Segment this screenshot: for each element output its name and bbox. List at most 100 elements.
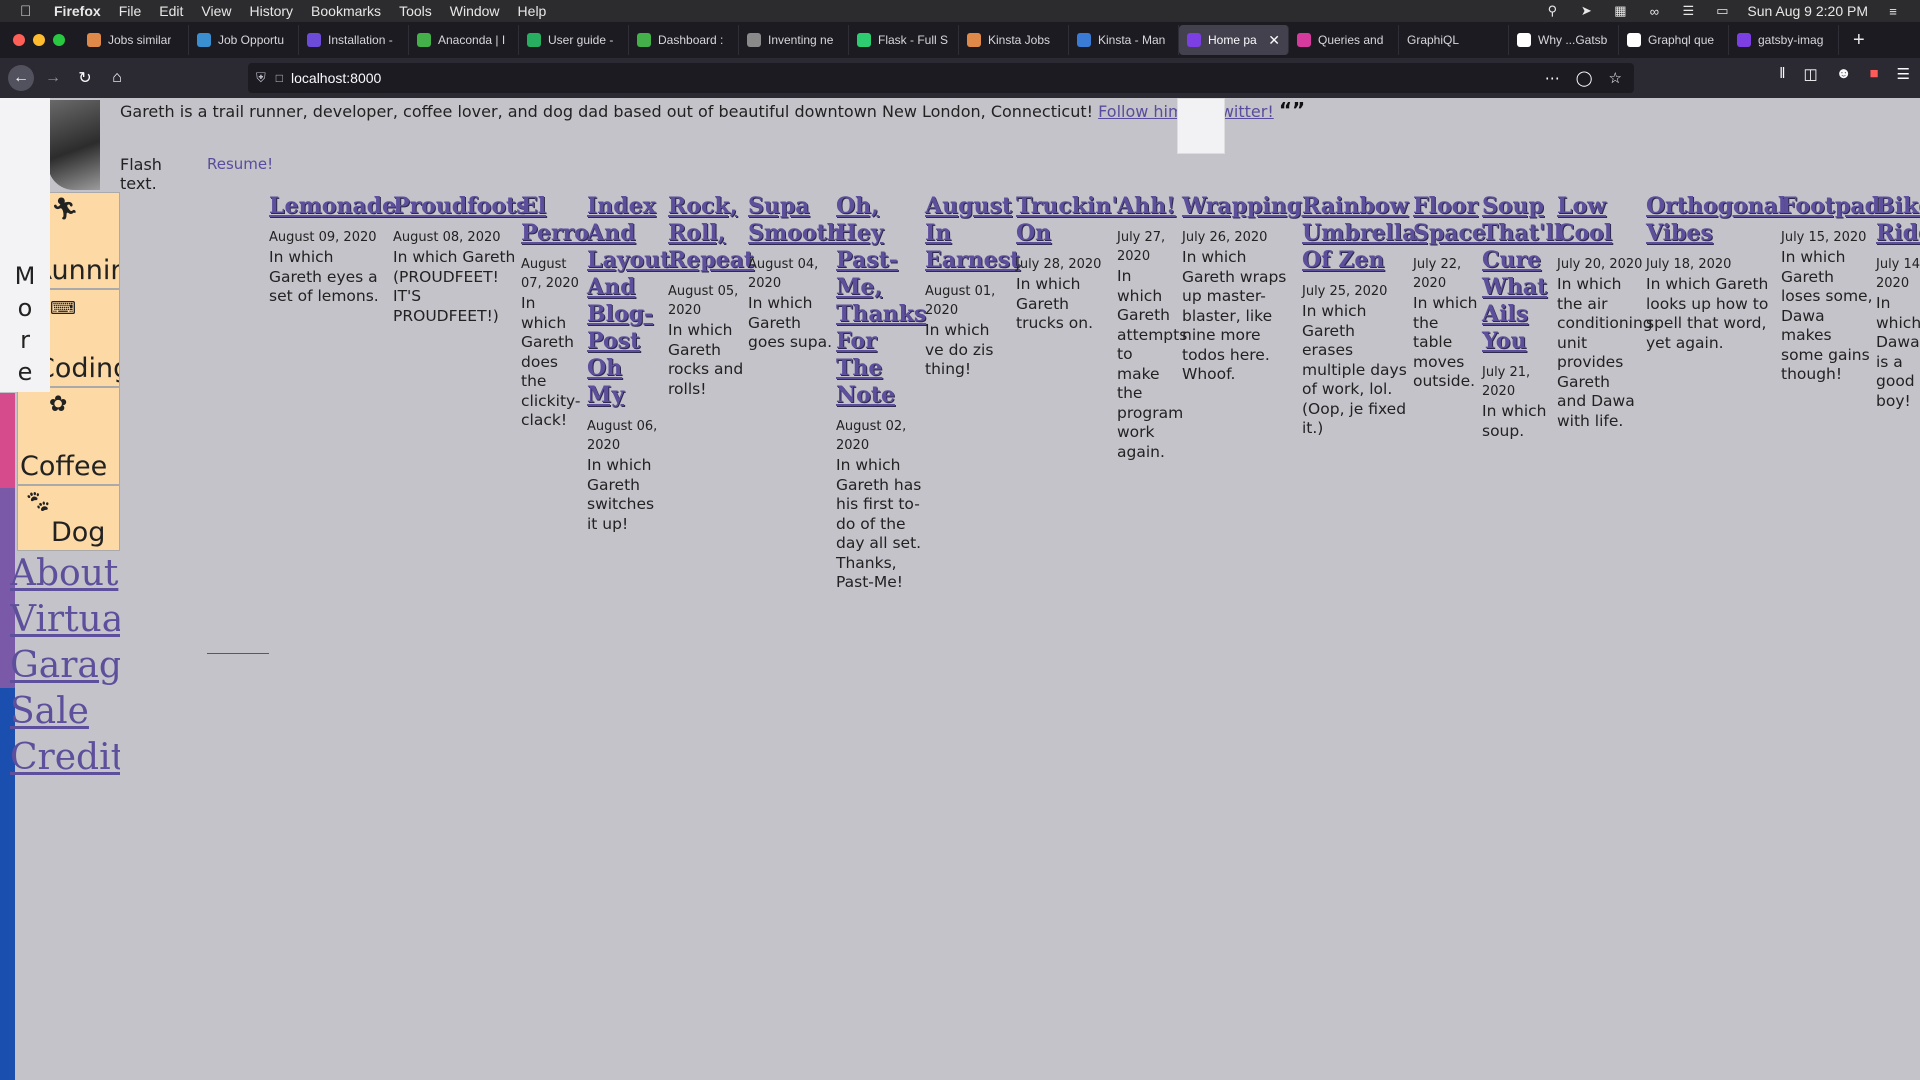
glasses-icon[interactable]: ∞: [1649, 3, 1659, 19]
post-title-link[interactable]: Footpad: [1781, 193, 1880, 219]
apple-icon[interactable]: : [20, 3, 36, 20]
avatar: [48, 100, 100, 190]
menu-view[interactable]: View: [201, 3, 232, 19]
calendar-icon[interactable]: ▦: [1614, 3, 1627, 18]
nav-virtual-link[interactable]: Virtual: [10, 599, 120, 640]
nav-sale-link[interactable]: Sale: [10, 691, 89, 732]
post-title-link[interactable]: Supa Smooth: [748, 193, 843, 246]
pocket-icon[interactable]: ◯: [1575, 70, 1593, 87]
post-title-link[interactable]: Index And Layout And Blog-Post Oh My: [587, 193, 671, 408]
post-title-link[interactable]: Ahh!: [1117, 193, 1176, 219]
post-title-link[interactable]: Low Cool: [1557, 193, 1613, 246]
menu-tools[interactable]: Tools: [399, 3, 432, 19]
menu-help[interactable]: Help: [517, 3, 547, 19]
menu-bookmarks[interactable]: Bookmarks: [311, 3, 382, 19]
post-title-link[interactable]: Wrapping: [1182, 193, 1303, 219]
back-arrow-icon[interactable]: ←: [8, 65, 34, 91]
wifi-icon[interactable]: ☰: [1682, 3, 1695, 18]
divider: [207, 653, 269, 654]
minimize-window-button[interactable]: [33, 34, 45, 46]
resume-link[interactable]: Resume!: [207, 155, 274, 173]
flash-text: Flash text.: [120, 155, 162, 193]
nav-dog[interactable]: 🐾︎ Dog: [17, 485, 120, 551]
post-title-link[interactable]: Rainbow Umbrella Of Zen: [1302, 193, 1417, 273]
post-title-link[interactable]: August In Earnest: [925, 193, 1021, 273]
post-title-link[interactable]: El Perro: [521, 193, 589, 246]
extension-icon[interactable]: ■: [1869, 65, 1879, 82]
post-title-link[interactable]: Lemonade: [269, 193, 397, 219]
browser-tab[interactable]: Home pa✕: [1179, 25, 1289, 55]
post-title-link[interactable]: Truckin' On: [1016, 193, 1119, 246]
post-title-link[interactable]: Orthogonal Vibes: [1646, 193, 1787, 246]
browser-tab[interactable]: Dashboard :: [629, 25, 739, 55]
browser-tab[interactable]: Job Opportu: [189, 25, 299, 55]
rocket-icon[interactable]: ➤: [1580, 3, 1592, 18]
tab-label: Jobs similar: [108, 33, 172, 47]
clock[interactable]: Sun Aug 9 2:20 PM: [1747, 3, 1868, 19]
browser-tab[interactable]: Jobs similar: [79, 25, 189, 55]
post-title-link[interactable]: Soup That'll Cure What Ails You: [1482, 193, 1563, 354]
menu-edit[interactable]: Edit: [159, 3, 184, 19]
spotlight-search-icon[interactable]: ⚲: [1547, 3, 1558, 18]
post-title-link[interactable]: Oh, Hey Past-Me, Thanks For The Note: [836, 193, 927, 408]
nav-about-link[interactable]: About: [10, 553, 119, 594]
nav-coffee[interactable]: ✿ Coffee: [17, 387, 120, 485]
browser-tab[interactable]: Graphql que: [1619, 25, 1729, 55]
post-title-link[interactable]: Rock, Roll, Repeat: [668, 193, 755, 273]
url-text[interactable]: localhost:8000: [291, 70, 382, 86]
intro-bio: Gareth is a trail runner, developer, cof…: [120, 102, 1094, 121]
more-dots-icon[interactable]: ⋯: [1544, 70, 1560, 87]
nav-garage-link[interactable]: Garage: [10, 645, 120, 686]
more-letter: M: [14, 262, 36, 290]
home-icon[interactable]: ⌂: [112, 69, 122, 86]
nav-label: Coffee: [20, 451, 108, 482]
browser-tab[interactable]: Queries and: [1289, 25, 1399, 55]
hamburger-menu-icon[interactable]: ☰: [1896, 66, 1910, 83]
browser-tab[interactable]: Inventing ne: [739, 25, 849, 55]
close-window-button[interactable]: [13, 34, 25, 46]
post-date: August 04, 2020: [748, 257, 819, 291]
library-icon[interactable]: ‖: [1779, 65, 1786, 82]
post-date: August 08, 2020: [393, 230, 501, 245]
menu-window[interactable]: Window: [449, 3, 500, 19]
menu-history[interactable]: History: [249, 3, 294, 19]
control-center-icon[interactable]: ≡: [1889, 3, 1897, 19]
menu-file[interactable]: File: [118, 3, 142, 19]
browser-tab[interactable]: Installation -: [299, 25, 409, 55]
reload-icon[interactable]: ↻: [78, 70, 92, 87]
browser-tab[interactable]: User guide -: [519, 25, 629, 55]
nav-credits-link[interactable]: Credits: [10, 737, 120, 778]
browser-tab[interactable]: gatsby-imag: [1729, 25, 1839, 55]
url-bar[interactable]: ⛨ □ localhost:8000 ⋯ ◯ ☆: [248, 63, 1634, 93]
browser-tab[interactable]: Kinsta Jobs: [959, 25, 1069, 55]
bookmark-star-icon[interactable]: ☆: [1608, 70, 1622, 87]
more-menu-toggle[interactable]: M o r e: [0, 98, 50, 392]
post-excerpt: In which ve do zis thing!: [925, 321, 994, 378]
forward-arrow-icon[interactable]: →: [45, 69, 61, 86]
browser-tab[interactable]: Kinsta - Man: [1069, 25, 1179, 55]
browser-tab[interactable]: Anaconda | I: [409, 25, 519, 55]
close-tab-icon[interactable]: ✕: [1268, 31, 1280, 48]
sidebar-icon[interactable]: ◫: [1803, 66, 1818, 83]
post-date: August 06, 2020: [587, 419, 658, 453]
post-excerpt: In which soup.: [1482, 402, 1547, 440]
post-date: July 20, 2020: [1557, 257, 1643, 272]
post-title-link[interactable]: Bike Ride: [1876, 193, 1920, 246]
account-icon[interactable]: ☻: [1835, 65, 1852, 82]
post-date: July 15, 2020: [1781, 230, 1867, 245]
browser-tab[interactable]: GraphiQL: [1399, 25, 1509, 55]
post-title-link[interactable]: Proudfoots: [393, 193, 529, 219]
post-excerpt: In which Gareth trucks on.: [1016, 275, 1094, 332]
browser-tab[interactable]: Flask - Full S: [849, 25, 959, 55]
shield-icon[interactable]: ⛨: [256, 70, 266, 85]
battery-icon[interactable]: ▭: [1716, 3, 1729, 18]
favicon-icon: [1077, 33, 1091, 47]
zoom-window-button[interactable]: [53, 34, 65, 46]
new-tab-plus-icon[interactable]: +: [1853, 28, 1865, 51]
app-menu-firefox[interactable]: Firefox: [54, 3, 101, 19]
browser-tab[interactable]: Why ...Gatsb: [1509, 25, 1619, 55]
post-title-link[interactable]: Floor Space: [1413, 193, 1486, 246]
